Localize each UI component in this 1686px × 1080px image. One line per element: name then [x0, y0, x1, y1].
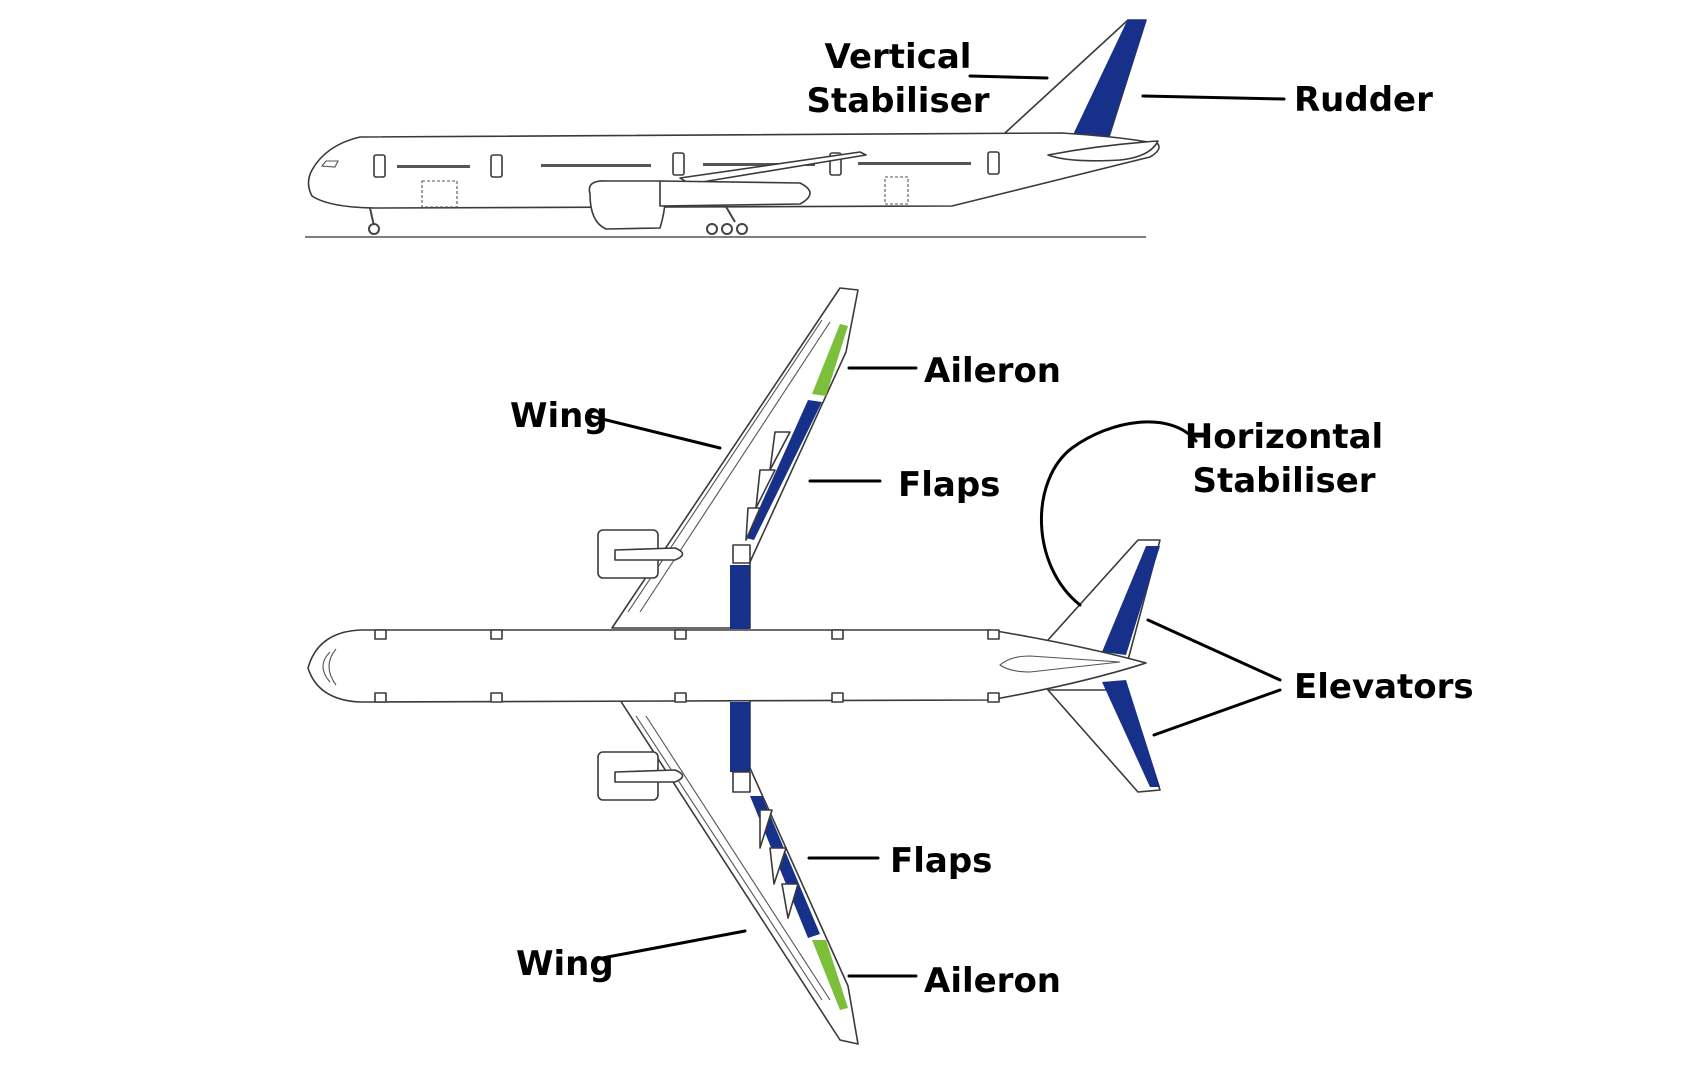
label-elevators: Elevators — [1294, 667, 1474, 707]
side-view-aircraft — [305, 20, 1159, 237]
leader-vertical-stabiliser — [970, 76, 1047, 78]
label-wing-bottom: Wing — [516, 944, 614, 984]
label-flaps-top: Flaps — [898, 465, 1000, 505]
label-aileron-bottom: Aileron — [924, 961, 1061, 1001]
label-vertical-stabiliser-line2: Stabiliser — [806, 81, 989, 121]
label-flaps-bottom: Flaps — [890, 841, 992, 881]
label-horizontal-stabiliser-line1: Horizontal — [1185, 417, 1383, 457]
side-engine — [589, 181, 665, 229]
label-wing-top: Wing — [510, 396, 608, 436]
top-fuselage — [308, 630, 1146, 702]
label-horizontal-stabiliser-line2: Stabiliser — [1192, 461, 1375, 501]
leader-wing-top — [590, 416, 720, 448]
leader-wing-bottom — [597, 931, 745, 959]
top-view-aircraft — [308, 288, 1160, 1044]
label-rudder: Rudder — [1294, 80, 1433, 120]
leader-rudder — [1143, 96, 1284, 99]
label-vertical-stabiliser-line1: Vertical — [825, 37, 972, 77]
leader-elevators-lower — [1154, 690, 1280, 735]
upper-inboard-flap — [730, 565, 750, 629]
side-landing-gear — [369, 205, 747, 234]
label-aileron-top: Aileron — [924, 351, 1061, 391]
lower-inboard-flap — [730, 702, 750, 772]
leader-elevators-upper — [1148, 620, 1280, 680]
